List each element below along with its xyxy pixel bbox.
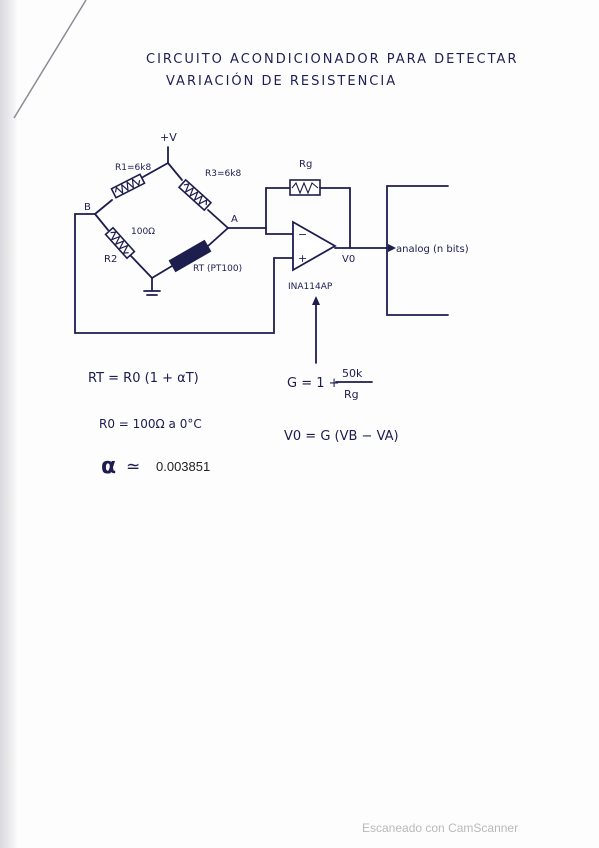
rg-feedback-left — [265, 187, 291, 229]
r3-resistor — [177, 178, 213, 212]
alpha-symbol: α — [101, 454, 116, 479]
gain-lhs: G = 1 + — [287, 376, 340, 391]
r2-resistor — [104, 226, 136, 260]
wire-a-to-minus — [227, 227, 296, 235]
vout-formula: V0 = G (VB − VA) — [284, 429, 399, 444]
node-b-label: B — [84, 202, 91, 213]
gain-pin-arrow-icon — [312, 296, 320, 305]
rt-label: RT (PT100) — [193, 264, 242, 274]
r1-resistor — [110, 173, 146, 199]
r1-label: R1=6k8 — [115, 163, 151, 173]
node-a-label: A — [231, 214, 238, 225]
r0-value: R0 = 100Ω a 0°C — [99, 417, 202, 431]
adc-block — [386, 185, 449, 316]
r2-value: 100Ω — [131, 227, 155, 237]
opamp-minus-label: − — [298, 228, 307, 241]
wire-r1-vplus — [142, 162, 169, 178]
wire-r2-gnd — [130, 255, 153, 279]
alpha-approx: ≃ — [126, 457, 140, 477]
title-line-2: VARIACIÓN DE RESISTENCIA — [166, 74, 398, 89]
alpha-value: 0.003851 — [156, 459, 210, 474]
output-arrow-icon — [388, 244, 396, 252]
wire-b-r1 — [94, 199, 113, 215]
rg-feedback-right — [319, 187, 351, 249]
adc-label: analog (n bits) — [396, 244, 469, 255]
gain-numerator: 50k — [342, 367, 363, 380]
rg-label: Rg — [299, 159, 312, 170]
opamp-symbol — [292, 220, 337, 272]
opamp-plus-label: + — [298, 252, 307, 265]
gain-denominator: Rg — [344, 388, 359, 401]
wire-gnd-rt — [151, 265, 173, 279]
corner-crease-line — [13, 0, 87, 119]
r3-label: R3=6k8 — [205, 169, 241, 179]
page-edge-shadow — [0, 0, 18, 848]
wire-b-to-plus — [74, 213, 296, 334]
rg-zigzag — [291, 181, 319, 195]
supply-label: +V — [160, 131, 177, 144]
scanner-watermark: Escaneado con CamScanner — [362, 821, 519, 835]
wire-b-r2 — [94, 213, 109, 231]
rg-resistor — [289, 179, 321, 196]
output-label: V0 — [342, 254, 355, 265]
r2-label: R2 — [104, 254, 117, 265]
wire-vplus-r3 — [167, 162, 183, 181]
rt-formula: RT = R0 (1 + αT) — [88, 371, 199, 386]
title-line-1: CIRCUITO ACONDICIONADOR PARA DETECTAR — [146, 52, 519, 67]
opamp-part-label: INA114AP — [288, 282, 333, 292]
wire-r3-a — [207, 209, 229, 229]
wire-rt-a — [207, 227, 229, 247]
